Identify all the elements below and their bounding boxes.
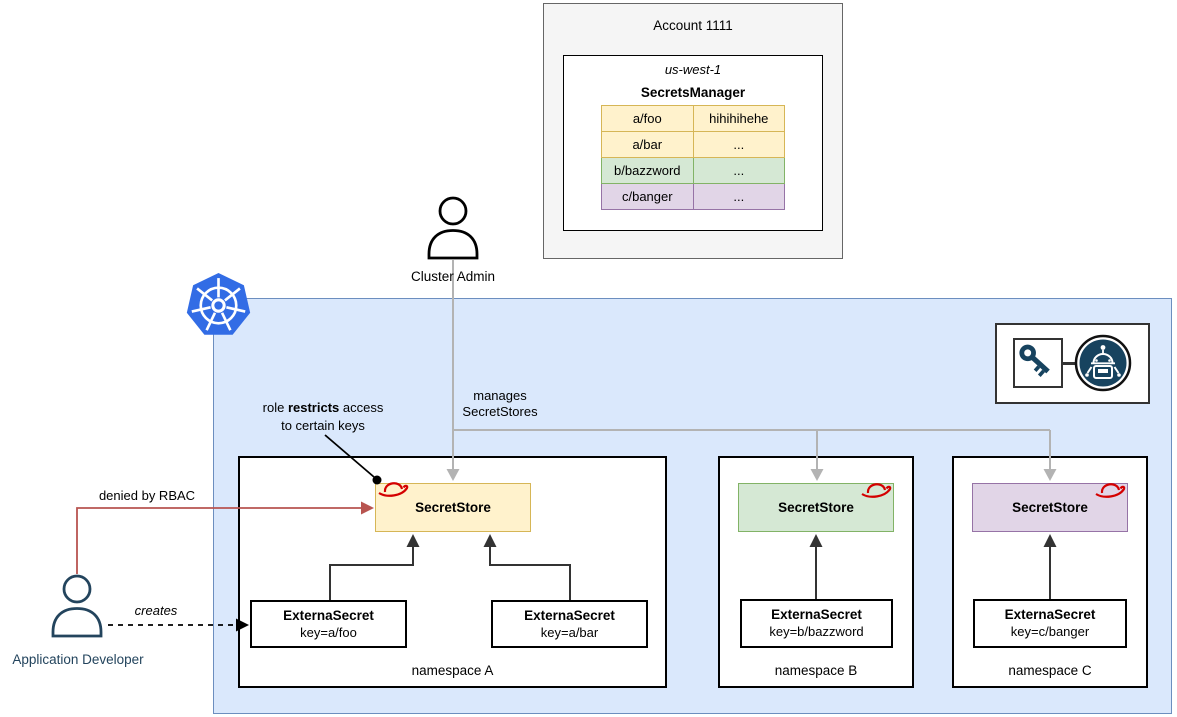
eso-connector-line xyxy=(1062,362,1078,365)
aws-region-label: us-west-1 xyxy=(664,62,722,77)
externasecret-c-banger: ExternaSecret key=c/banger xyxy=(973,599,1127,648)
secret-value: ... xyxy=(692,183,786,210)
externasecret-title: ExternaSecret xyxy=(283,608,374,623)
secret-value: ... xyxy=(692,157,786,184)
cluster-admin-label: Cluster Admin xyxy=(410,269,496,284)
red-hat-icon xyxy=(378,482,409,497)
externasecret-key: key=c/banger xyxy=(1010,624,1090,639)
kubernetes-logo-icon xyxy=(186,273,251,335)
secretsmanager-label: SecretsManager xyxy=(640,85,746,100)
role-restricts-label: role restricts access to certain keys xyxy=(242,399,404,435)
externasecret-a-bar: ExternaSecret key=a/bar xyxy=(491,600,648,648)
table-row: c/banger ... xyxy=(601,183,786,210)
role-label-post: access xyxy=(339,400,384,415)
key-icon xyxy=(1019,344,1050,377)
secret-key: a/bar xyxy=(601,131,694,158)
externasecret-key: key=b/bazzword xyxy=(769,624,864,639)
namespace-a-label: namespace A xyxy=(411,663,494,678)
manages-secretstores-label: manages SecretStores xyxy=(454,388,546,420)
key-icon-box xyxy=(1013,338,1063,388)
denied-by-rbac-label: denied by RBAC xyxy=(98,488,196,503)
manages-label-line2: SecretStores xyxy=(462,404,538,419)
externasecret-b-bazzword: ExternaSecret key=b/bazzword xyxy=(740,599,893,648)
secret-key: b/bazzword xyxy=(601,157,694,184)
table-row: a/bar ... xyxy=(601,131,786,158)
role-label-pre: role xyxy=(262,400,288,415)
aws-account-title: Account 1111 xyxy=(653,18,733,33)
table-row: b/bazzword ... xyxy=(601,157,786,184)
red-hat-icon xyxy=(1095,483,1126,498)
externasecret-title: ExternaSecret xyxy=(1004,607,1096,622)
secret-value: hihihihehe xyxy=(692,105,786,132)
namespace-b-label: namespace B xyxy=(774,663,858,678)
red-hat-icon xyxy=(861,483,892,498)
secret-key: a/foo xyxy=(601,105,694,132)
table-row: a/foo hihihihehe xyxy=(601,105,786,132)
externasecret-key: key=a/bar xyxy=(540,625,599,640)
secretstore-b-label: SecretStore xyxy=(778,500,854,515)
secret-key: c/banger xyxy=(601,183,694,210)
external-secrets-operator-box xyxy=(995,323,1150,404)
secret-value: ... xyxy=(692,131,786,158)
role-label-line1: role restricts access xyxy=(242,399,404,417)
application-developer-label: Application Developer xyxy=(12,652,144,667)
externasecret-title: ExternaSecret xyxy=(524,608,615,623)
externasecret-key: key=a/foo xyxy=(300,625,357,640)
externasecret-title: ExternaSecret xyxy=(771,607,862,622)
manages-label-line1: manages xyxy=(473,388,527,403)
secrets-table: a/foo hihihihehe a/bar ... b/bazzword ..… xyxy=(601,105,786,210)
creates-label: creates xyxy=(134,603,178,618)
application-developer-person-icon xyxy=(51,574,103,638)
secretstore-c-label: SecretStore xyxy=(1012,500,1088,515)
role-label-line2: to certain keys xyxy=(281,418,365,433)
secretstore-a: SecretStore xyxy=(375,483,531,532)
namespace-c-label: namespace C xyxy=(1008,663,1092,678)
externasecret-a-foo: ExternaSecret key=a/foo xyxy=(250,600,407,648)
robot-icon xyxy=(1074,334,1132,392)
cluster-admin-person-icon xyxy=(427,196,479,260)
secretstore-a-label: SecretStore xyxy=(415,500,491,515)
role-label-bold: restricts xyxy=(287,400,340,415)
